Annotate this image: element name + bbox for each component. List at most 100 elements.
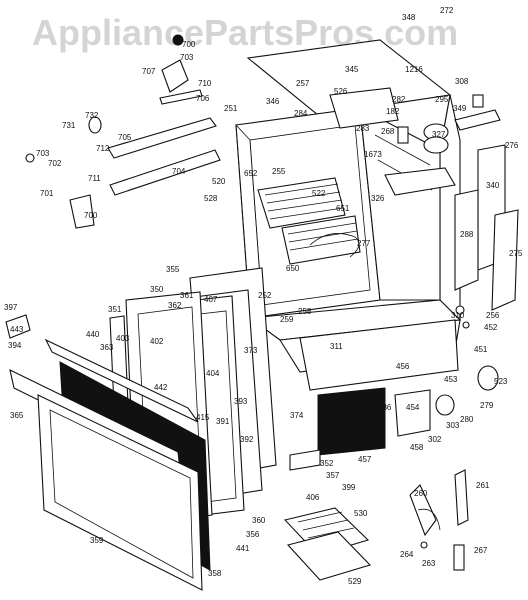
part-number: 363 <box>100 343 114 352</box>
rear-panels <box>454 94 519 311</box>
part-number: 393 <box>234 397 248 406</box>
part-number: 348 <box>402 13 416 22</box>
part-number: 276 <box>505 141 519 150</box>
part-number: 406 <box>306 493 320 502</box>
part-number: 705 <box>118 133 132 142</box>
part-number: 458 <box>410 443 424 452</box>
part-number: 441 <box>236 544 250 553</box>
part-number: 288 <box>460 230 474 239</box>
part-number: 1673 <box>364 150 382 159</box>
part-number: 702 <box>48 159 62 168</box>
hinge-parts <box>25 34 221 229</box>
part-number: 258 <box>298 307 312 316</box>
part-number: 310 <box>451 311 465 320</box>
part-number: 700 <box>84 211 98 220</box>
part-number: 374 <box>290 411 304 420</box>
part-number: 404 <box>206 369 220 378</box>
part-number: 311 <box>330 342 343 351</box>
part-number: 361 <box>180 291 194 300</box>
part-number: 650 <box>286 264 300 273</box>
part-number: 442 <box>154 383 168 392</box>
part-number: 256 <box>486 311 500 320</box>
part-number: 349 <box>453 104 467 113</box>
part-number: 303 <box>446 421 460 430</box>
part-number: 284 <box>294 109 308 118</box>
part-number: 710 <box>198 79 212 88</box>
part-number: 703 <box>180 53 194 62</box>
part-number: 704 <box>172 167 186 176</box>
part-number: 711 <box>88 174 101 183</box>
part-number: 707 <box>142 67 156 76</box>
part-number: 280 <box>460 415 474 424</box>
part-number: 261 <box>476 481 490 490</box>
part-labels: 348 272 700 345 1216 308 703 707 710 257… <box>4 6 523 586</box>
part-number: 255 <box>272 167 286 176</box>
part-number: 263 <box>422 559 436 568</box>
part-number: 279 <box>480 401 494 410</box>
part-number: 451 <box>474 345 488 354</box>
part-number: 275 <box>509 249 523 258</box>
part-number: 355 <box>166 265 180 274</box>
part-number: 260 <box>414 489 428 498</box>
part-number: 277 <box>357 239 371 248</box>
part-number: 440 <box>86 330 100 339</box>
part-number: 407 <box>204 295 218 304</box>
part-number: 252 <box>258 291 272 300</box>
part-number: 397 <box>4 303 18 312</box>
part-number: 1216 <box>405 65 423 74</box>
part-number: 365 <box>10 411 24 420</box>
part-number: 703 <box>36 149 50 158</box>
outer-door <box>5 314 203 591</box>
part-number: 350 <box>150 285 164 294</box>
part-number: 345 <box>345 65 359 74</box>
part-number: 352 <box>320 459 334 468</box>
part-number: 443 <box>10 325 24 334</box>
part-number: 523 <box>494 377 508 386</box>
part-number: 706 <box>196 94 210 103</box>
part-number: 268 <box>381 127 395 136</box>
part-number: 652 <box>244 169 258 178</box>
part-number: 732 <box>85 111 99 120</box>
part-number: 528 <box>204 194 218 203</box>
storage-drawer-parts <box>289 319 499 471</box>
part-number: 257 <box>296 79 310 88</box>
part-number: 391 <box>216 417 230 426</box>
part-number: 360 <box>252 516 266 525</box>
part-number: 651 <box>336 204 350 213</box>
part-number: 520 <box>212 177 226 186</box>
part-number: 351 <box>108 305 122 314</box>
part-number: 359 <box>90 536 104 545</box>
part-number: 272 <box>440 6 454 15</box>
part-number: 357 <box>326 471 340 480</box>
part-number: 403 <box>116 334 130 343</box>
part-number: 386 <box>378 403 392 412</box>
part-number: 700 <box>182 40 196 49</box>
part-number: 453 <box>444 375 458 384</box>
oven-racks <box>257 177 361 265</box>
part-number: 399 <box>342 483 356 492</box>
part-number: 356 <box>246 530 260 539</box>
door-hinges <box>409 305 470 571</box>
part-number: 302 <box>428 435 442 444</box>
part-number: 701 <box>40 189 54 198</box>
part-number: 308 <box>455 77 469 86</box>
part-number: 340 <box>486 181 500 190</box>
part-number: 529 <box>348 577 362 586</box>
broiler-pan <box>283 507 372 581</box>
part-number: 358 <box>208 569 222 578</box>
part-number: 182 <box>386 107 400 116</box>
part-number: 712 <box>96 144 110 153</box>
part-number: 530 <box>354 509 368 518</box>
part-number: 402 <box>150 337 164 346</box>
part-number: 362 <box>168 301 182 310</box>
part-number: 326 <box>371 194 385 203</box>
part-number: 282 <box>392 95 406 104</box>
part-number: 394 <box>8 341 22 350</box>
part-number: 415 <box>196 413 210 422</box>
part-number: 267 <box>474 546 488 555</box>
part-number: 456 <box>396 362 410 371</box>
part-number: 522 <box>312 189 326 198</box>
part-number: 452 <box>484 323 498 332</box>
